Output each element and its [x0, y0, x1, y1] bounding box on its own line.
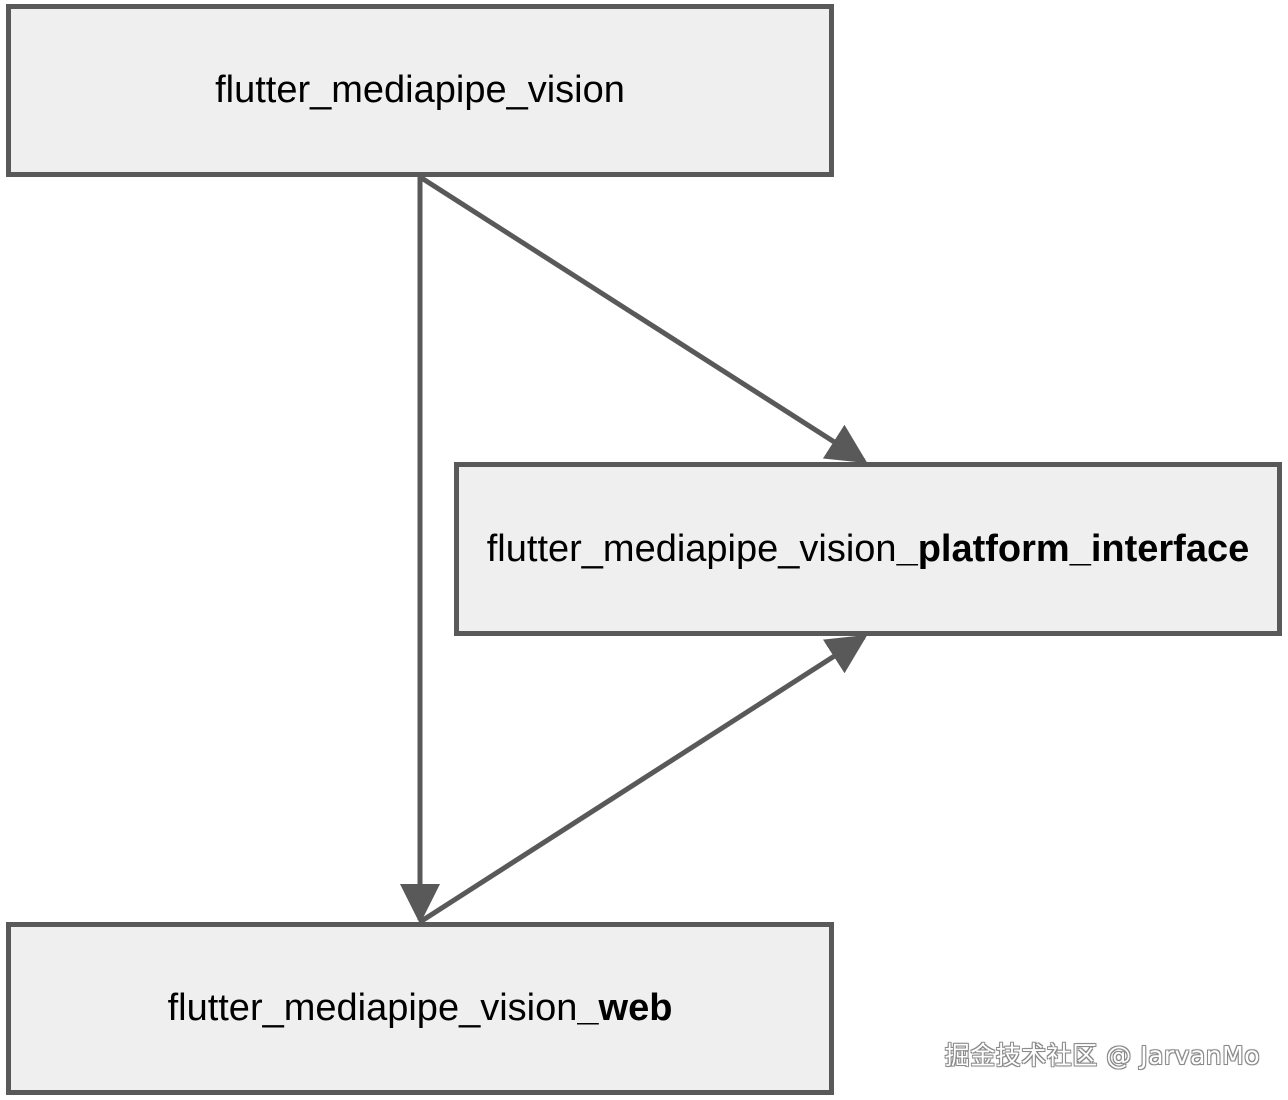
arrow-web-to-platform-interface: [418, 634, 868, 925]
node-flutter-mediapipe-vision: flutter_mediapipe_vision: [6, 4, 834, 177]
watermark: 掘金技术社区 @ JarvanMo: [944, 1041, 1260, 1070]
node-label: flutter_mediapipe_vision: [486, 527, 897, 570]
arrow-core-to-platform-interface: [418, 174, 868, 464]
node-flutter-mediapipe-vision-web: flutter_mediapipe_vision_web: [6, 922, 834, 1095]
node-label: flutter_mediapipe_vision: [215, 69, 625, 111]
node-label: flutter_mediapipe_vision: [167, 987, 578, 1029]
node-label-suffix: _platform_interface: [896, 527, 1250, 570]
node-label-suffix: _web: [577, 987, 673, 1029]
node-flutter-mediapipe-vision-platform-interface: flutter_mediapipe_vision_platform_interf…: [454, 462, 1282, 636]
